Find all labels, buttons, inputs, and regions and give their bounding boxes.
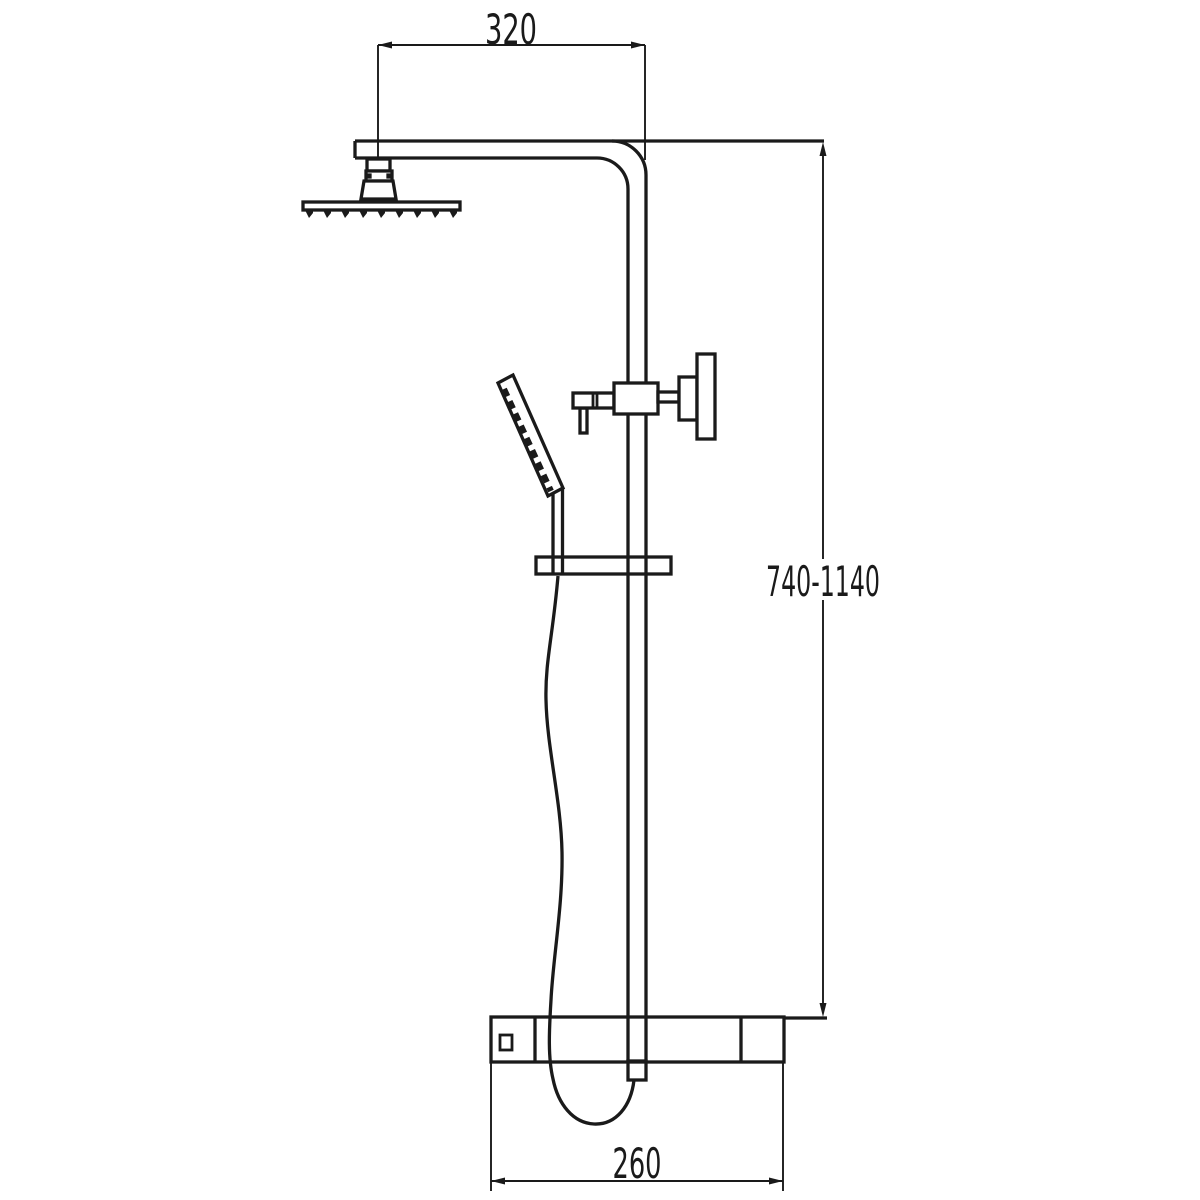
arrowhead-down	[819, 1003, 827, 1017]
dimension-value-top: 320	[485, 5, 537, 54]
nozzle	[449, 210, 457, 218]
arm-outer-bend-and-pipe-right	[611, 139, 648, 1062]
mixer-body	[489, 1015, 786, 1064]
wall-bracket	[656, 352, 717, 441]
arm-inner-bend-and-pipe-left	[355, 156, 630, 1062]
bracket-stem	[656, 390, 681, 404]
slide-bar-holder	[534, 555, 673, 576]
head-cone	[359, 179, 398, 201]
nozzle	[341, 210, 349, 218]
nozzle	[395, 210, 403, 218]
dimension-value-height: 740-1140	[766, 557, 880, 606]
dimension-height-range: 740-1140	[766, 142, 880, 1017]
arrowhead-right	[631, 41, 645, 49]
dimension-value-bottom: 260	[613, 1139, 662, 1188]
nozzle	[431, 210, 439, 218]
shower-hose	[544, 575, 636, 1126]
hose-outlet-stub	[626, 1059, 648, 1082]
diverter-valve	[571, 381, 660, 435]
valve-block	[612, 381, 660, 416]
dimension-top-width: 320	[377, 5, 646, 178]
hand-shower	[495, 372, 566, 575]
shower-arm-and-riser	[353, 139, 824, 1062]
arrowhead-left	[491, 1177, 505, 1185]
head-connector	[365, 157, 392, 173]
nozzle	[377, 210, 385, 218]
hand-shower-nozzle-strip	[501, 387, 554, 493]
thermostatic-mixer-bar	[489, 1015, 827, 1064]
rain-shower-head	[301, 157, 462, 218]
arrowhead-up	[819, 142, 827, 156]
arrowhead-right	[769, 1177, 783, 1185]
dimension-bottom-width: 260	[490, 1062, 784, 1191]
nozzle	[323, 210, 331, 218]
bracket-hub	[677, 375, 699, 422]
head-plate	[301, 200, 462, 212]
bracket-wall-flange	[695, 352, 717, 441]
lever-pin	[578, 406, 589, 435]
nozzle	[413, 210, 421, 218]
spray-nozzles	[305, 210, 457, 218]
nozzle	[305, 210, 313, 218]
mixer-button-detail	[498, 1033, 514, 1052]
nozzle	[359, 210, 367, 218]
arrowhead-left	[378, 41, 392, 49]
